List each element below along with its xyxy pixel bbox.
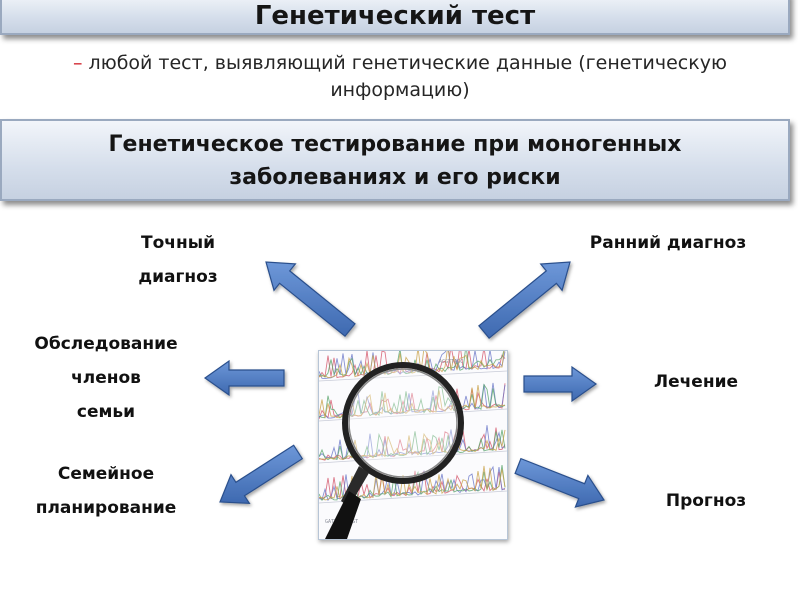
svg-text:ACGTTAGC: ACGTTAGC bbox=[439, 359, 463, 365]
arrow-to-precise-diagnosis bbox=[265, 261, 356, 338]
definition-text: – любой тест, выявляющий генетические да… bbox=[20, 50, 780, 104]
center-image: ACGTTAGC GATTACA CGT bbox=[318, 350, 508, 540]
label-family-examination: Обследование членов семьи bbox=[18, 327, 194, 429]
label-precise-diagnosis-line-1: Точный bbox=[141, 233, 215, 253]
arrow-to-family-exam bbox=[203, 359, 285, 397]
arrow-to-early-diagnosis bbox=[478, 261, 571, 340]
label-early-diagnosis: Ранний диагноз bbox=[578, 226, 758, 260]
label-family-planning: Семейное планирование bbox=[18, 457, 194, 525]
sequence-trace bbox=[319, 429, 506, 460]
magnifying-glass-over-dna-sequencing-chart-icon: ACGTTAGC GATTACA CGT bbox=[319, 351, 507, 539]
definition-body: любой тест, выявляющий генетические данн… bbox=[82, 52, 727, 101]
label-treatment: Лечение bbox=[636, 365, 756, 399]
label-early-diagnosis-line-1: Ранний диагноз bbox=[589, 233, 747, 253]
sequence-trace bbox=[319, 351, 505, 378]
label-prognosis: Прогноз bbox=[646, 484, 766, 518]
label-precise-diagnosis-line-2: диагноз bbox=[138, 267, 218, 287]
subheader-line-1: Генетическое тестирование при моногенных bbox=[108, 132, 682, 157]
arrow-to-prognosis bbox=[514, 457, 605, 508]
subheader-banner: Генетическое тестирование при моногенных… bbox=[0, 119, 790, 201]
label-family-examination-line-2: членов bbox=[71, 368, 141, 388]
title-banner: Генетический тест bbox=[0, 0, 790, 35]
label-family-examination-line-1: Обследование bbox=[34, 334, 178, 354]
arrow-to-family-planning bbox=[219, 444, 304, 505]
label-family-planning-line-1: Семейное bbox=[57, 464, 155, 484]
slide-title: Генетический тест bbox=[254, 1, 536, 31]
label-treatment-line-1: Лечение bbox=[653, 372, 739, 392]
label-prognosis-line-1: Прогноз bbox=[665, 491, 747, 511]
definition-dash: – bbox=[73, 52, 83, 74]
subheader-line-2: заболеваниях и его риски bbox=[229, 165, 561, 190]
label-family-planning-line-2: планирование bbox=[35, 498, 177, 518]
label-family-examination-line-3: семьи bbox=[76, 402, 136, 422]
arrow-to-treatment bbox=[523, 365, 598, 403]
label-precise-diagnosis: Точный диагноз bbox=[118, 226, 238, 294]
